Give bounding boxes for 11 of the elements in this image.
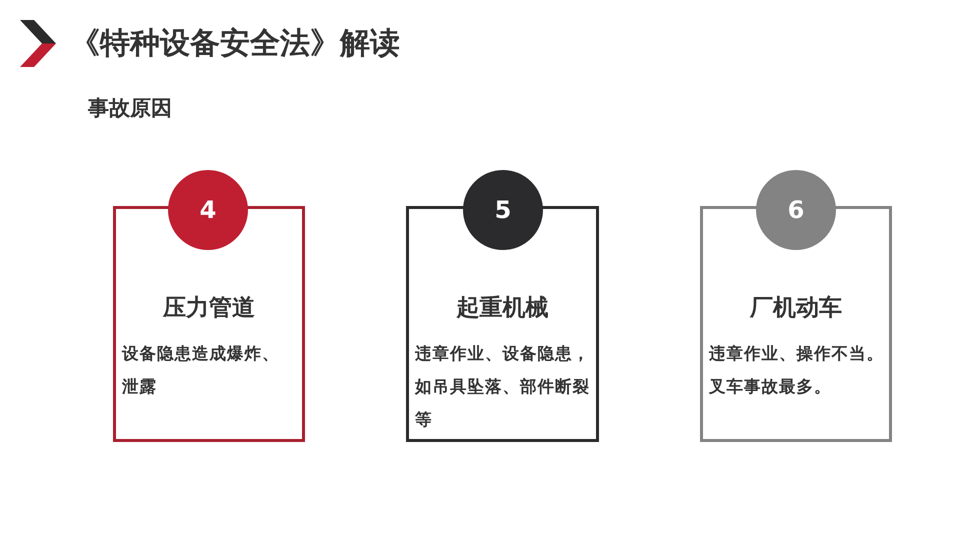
- card-text: 违章作业、设备隐患，如吊具坠落、部件断裂等: [415, 343, 591, 431]
- number-circle: 6: [756, 170, 836, 250]
- card-heading: 厂机动车: [748, 294, 843, 323]
- card-heading: 压力管道: [162, 294, 256, 323]
- section-heading: 事故原因: [88, 95, 172, 122]
- card-heading: 起重机械: [455, 294, 550, 323]
- card-text: 设备隐患造成爆炸、泄露: [122, 343, 280, 398]
- number-circle: 5: [463, 170, 543, 250]
- card-text: 违章作业、操作不当。叉车事故最多。: [709, 343, 885, 398]
- slide-title: 《特种设备安全法》解读: [70, 25, 400, 63]
- number-circle: 4: [168, 170, 248, 250]
